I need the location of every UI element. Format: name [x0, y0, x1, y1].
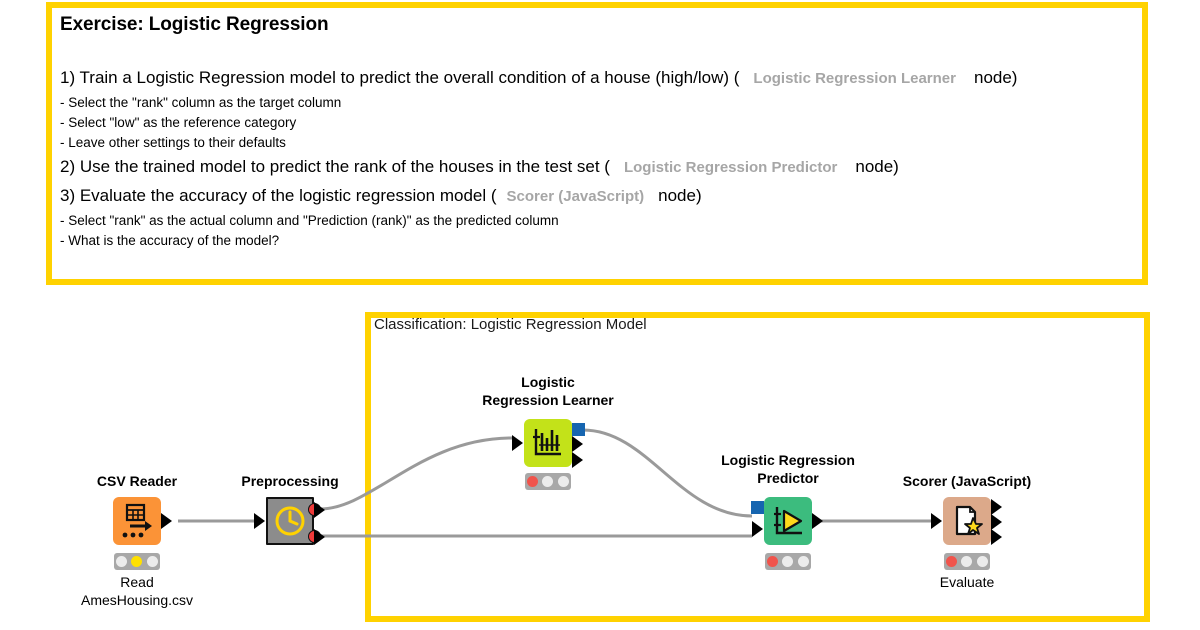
- exercise-bullet-3: - Leave other settings to their defaults: [60, 135, 286, 150]
- status-dot-green: [146, 556, 158, 567]
- node-logistic-regression-predictor-body[interactable]: [751, 497, 823, 545]
- node-scorer-javascript-output-port-3[interactable]: [991, 529, 1002, 545]
- task-1-text-before: 1) Train a Logistic Regression model to …: [60, 68, 740, 87]
- status-dot-red: [527, 476, 539, 487]
- status-dot-yellow: [542, 476, 554, 487]
- status-dot-green: [557, 476, 569, 487]
- exercise-bullet-2: - Select "low" as the reference category: [60, 115, 297, 130]
- document-star-icon: [955, 505, 983, 536]
- node-logistic-regression-predictor-label-line2: Predictor: [757, 470, 819, 486]
- exercise-panel: Exercise: Logistic Regression 1) Train a…: [46, 2, 1148, 285]
- exercise-bullet-5: - What is the accuracy of the model?: [60, 233, 280, 248]
- table-arrow-icon: [122, 503, 152, 538]
- status-dot-yellow: [131, 556, 143, 567]
- node-ref-logistic-regression-predictor: Logistic Regression Predictor: [623, 159, 838, 176]
- status-dot-green: [797, 556, 809, 567]
- node-logistic-regression-learner-output-port-1[interactable]: [572, 436, 583, 452]
- node-preprocessing-box[interactable]: [266, 497, 314, 545]
- histogram-icon: [533, 429, 561, 456]
- node-preprocessing-output-arrow-2: [314, 529, 325, 545]
- node-ref-logistic-regression-learner: Logistic Regression Learner: [753, 70, 956, 87]
- node-scorer-javascript-body[interactable]: [931, 497, 1002, 545]
- status-dot-red: [946, 556, 958, 567]
- status-dot-green: [976, 556, 988, 567]
- spacer: [60, 38, 1136, 64]
- node-csv-reader-status: [114, 553, 160, 570]
- node-logistic-regression-learner-output-port-2[interactable]: [572, 452, 583, 468]
- node-logistic-regression-predictor-label-line1: Logistic Regression: [721, 452, 855, 468]
- node-logistic-regression-predictor-status: [765, 553, 811, 570]
- node-logistic-regression-learner-input-port[interactable]: [512, 435, 523, 451]
- node-scorer-javascript-label: Scorer (JavaScript): [902, 473, 1032, 489]
- status-dot-red: [116, 556, 128, 567]
- task-3-text-after: node): [658, 186, 702, 205]
- node-preprocessing-output-arrow-1: [314, 502, 325, 518]
- node-logistic-regression-predictor-data-input-port[interactable]: [752, 521, 763, 537]
- node-scorer-javascript-output-port-1[interactable]: [991, 499, 1002, 515]
- node-csv-reader-output-port[interactable]: [161, 513, 172, 529]
- node-preprocessing-body[interactable]: [254, 497, 325, 545]
- node-logistic-regression-learner-label-line2: Regression Learner: [482, 392, 614, 408]
- task-2-text-after: node): [855, 157, 899, 176]
- node-scorer-javascript-input-port[interactable]: [931, 513, 942, 529]
- exercise-task-1: 1) Train a Logistic Regression model to …: [60, 64, 1136, 93]
- node-logistic-regression-predictor-output-port[interactable]: [812, 513, 823, 529]
- workflow-annotation-title: Classification: Logistic Regression Mode…: [374, 316, 647, 333]
- exercise-title: Exercise: Logistic Regression: [60, 14, 329, 35]
- node-preprocessing-label: Preprocessing: [241, 473, 339, 489]
- status-dot-yellow: [782, 556, 794, 567]
- node-preprocessing-input-port[interactable]: [254, 513, 265, 529]
- task-2-text-before: 2) Use the trained model to predict the …: [60, 157, 610, 176]
- status-dot-yellow: [961, 556, 973, 567]
- node-ref-scorer-javascript: Scorer (JavaScript): [506, 188, 645, 205]
- status-dot-red: [767, 556, 779, 567]
- node-csv-reader-caption-line1: Read: [120, 574, 154, 590]
- task-3-text-before: 3) Evaluate the accuracy of the logistic…: [60, 186, 497, 205]
- predict-play-icon: [774, 507, 803, 535]
- node-logistic-regression-learner-body[interactable]: [512, 419, 585, 468]
- exercise-bullet-4: - Select "rank" as the actual column and…: [60, 213, 559, 228]
- node-logistic-regression-learner-status: [525, 473, 571, 490]
- node-logistic-regression-predictor-model-input-port[interactable]: [751, 501, 764, 514]
- node-scorer-javascript-status: [944, 553, 990, 570]
- task-1-text-after: node): [973, 68, 1018, 87]
- node-logistic-regression-learner-model-output-port[interactable]: [572, 423, 585, 436]
- node-csv-reader-body[interactable]: [113, 497, 172, 545]
- exercise-content: Exercise: Logistic Regression 1) Train a…: [60, 12, 1136, 251]
- node-csv-reader-caption-line2: AmesHousing.csv: [80, 592, 194, 608]
- exercise-bullet-1: - Select the "rank" column as the target…: [60, 95, 342, 110]
- node-logistic-regression-learner-label-line1: Logistic: [521, 374, 575, 390]
- node-scorer-javascript-output-port-2[interactable]: [991, 514, 1002, 530]
- node-scorer-javascript-caption: Evaluate: [939, 574, 995, 590]
- exercise-task-3: 3) Evaluate the accuracy of the logistic…: [60, 182, 1136, 211]
- exercise-task-2: 2) Use the trained model to predict the …: [60, 153, 1136, 182]
- node-csv-reader-label: CSV Reader: [96, 473, 178, 489]
- clock-icon: [275, 506, 305, 536]
